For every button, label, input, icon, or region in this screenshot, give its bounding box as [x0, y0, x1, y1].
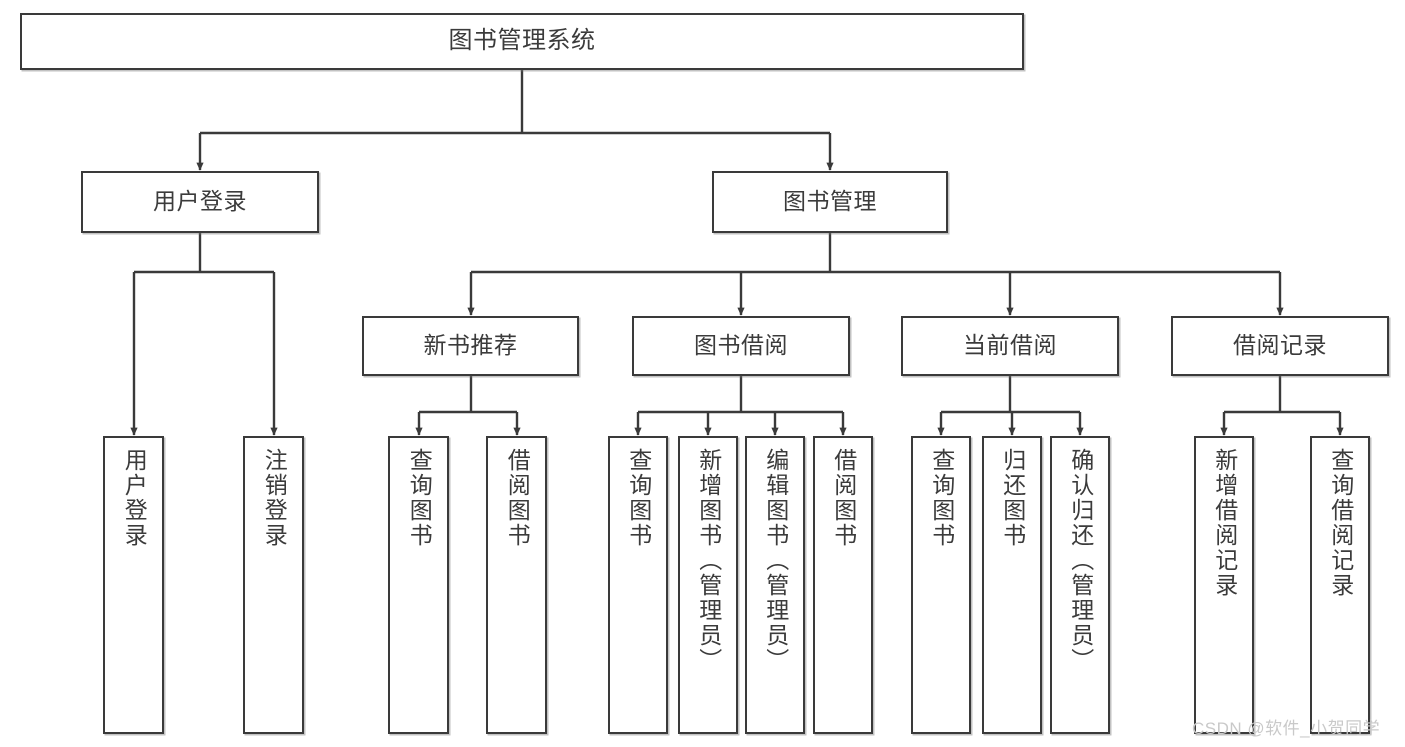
node-label: 图书借阅	[694, 332, 788, 359]
node-leaf-query-3[interactable]: 查询图书	[911, 436, 971, 734]
node-label: 注销登录	[261, 448, 288, 548]
node-label: 查询图书	[928, 448, 955, 548]
node-leaf-query-rec[interactable]: 查询借阅记录	[1310, 436, 1370, 734]
node-label: 借阅图书	[830, 448, 857, 548]
node-leaf-logout[interactable]: 注销登录	[243, 436, 304, 734]
node-book-manage[interactable]: 图书管理	[712, 171, 948, 233]
node-label: 确认归还（管理员）	[1067, 448, 1094, 673]
node-leaf-user-login[interactable]: 用户登录	[103, 436, 164, 734]
node-new-book-rec[interactable]: 新书推荐	[362, 316, 579, 376]
node-label: 新书推荐	[423, 332, 518, 359]
node-label: 查询图书	[625, 448, 652, 548]
node-leaf-confirm[interactable]: 确认归还（管理员）	[1050, 436, 1110, 734]
node-label: 借阅图书	[504, 448, 531, 548]
node-leaf-query-1[interactable]: 查询图书	[388, 436, 449, 734]
node-label: 新增图书（管理员）	[695, 448, 722, 673]
node-leaf-borrow-1[interactable]: 借阅图书	[486, 436, 547, 734]
node-leaf-return[interactable]: 归还图书	[982, 436, 1042, 734]
csdn-watermark: CSDN @软件_小贺同学	[1192, 719, 1381, 738]
node-book-borrow[interactable]: 图书借阅	[632, 316, 850, 376]
node-label: 当前借阅	[963, 332, 1057, 359]
node-label: 图书管理	[783, 188, 877, 215]
node-label: 用户登录	[153, 188, 247, 215]
node-leaf-borrow-2[interactable]: 借阅图书	[813, 436, 873, 734]
node-borrow-record[interactable]: 借阅记录	[1171, 316, 1389, 376]
node-label: 用户登录	[121, 448, 148, 548]
node-leaf-add-rec[interactable]: 新增借阅记录	[1194, 436, 1254, 734]
node-current-borrow[interactable]: 当前借阅	[901, 316, 1119, 376]
node-root[interactable]: 图书管理系统	[20, 13, 1024, 70]
node-user-login[interactable]: 用户登录	[81, 171, 319, 233]
node-leaf-add-book[interactable]: 新增图书（管理员）	[678, 436, 738, 734]
node-leaf-edit-book[interactable]: 编辑图书（管理员）	[745, 436, 805, 734]
node-label: 查询借阅记录	[1327, 448, 1354, 598]
node-label: 编辑图书（管理员）	[762, 448, 789, 673]
node-label: 查询图书	[406, 448, 433, 548]
node-leaf-query-2[interactable]: 查询图书	[608, 436, 668, 734]
node-label: 新增借阅记录	[1211, 448, 1238, 598]
node-label: 归还图书	[999, 448, 1026, 548]
node-label: 图书管理系统	[448, 27, 596, 55]
node-label: 借阅记录	[1233, 332, 1327, 359]
